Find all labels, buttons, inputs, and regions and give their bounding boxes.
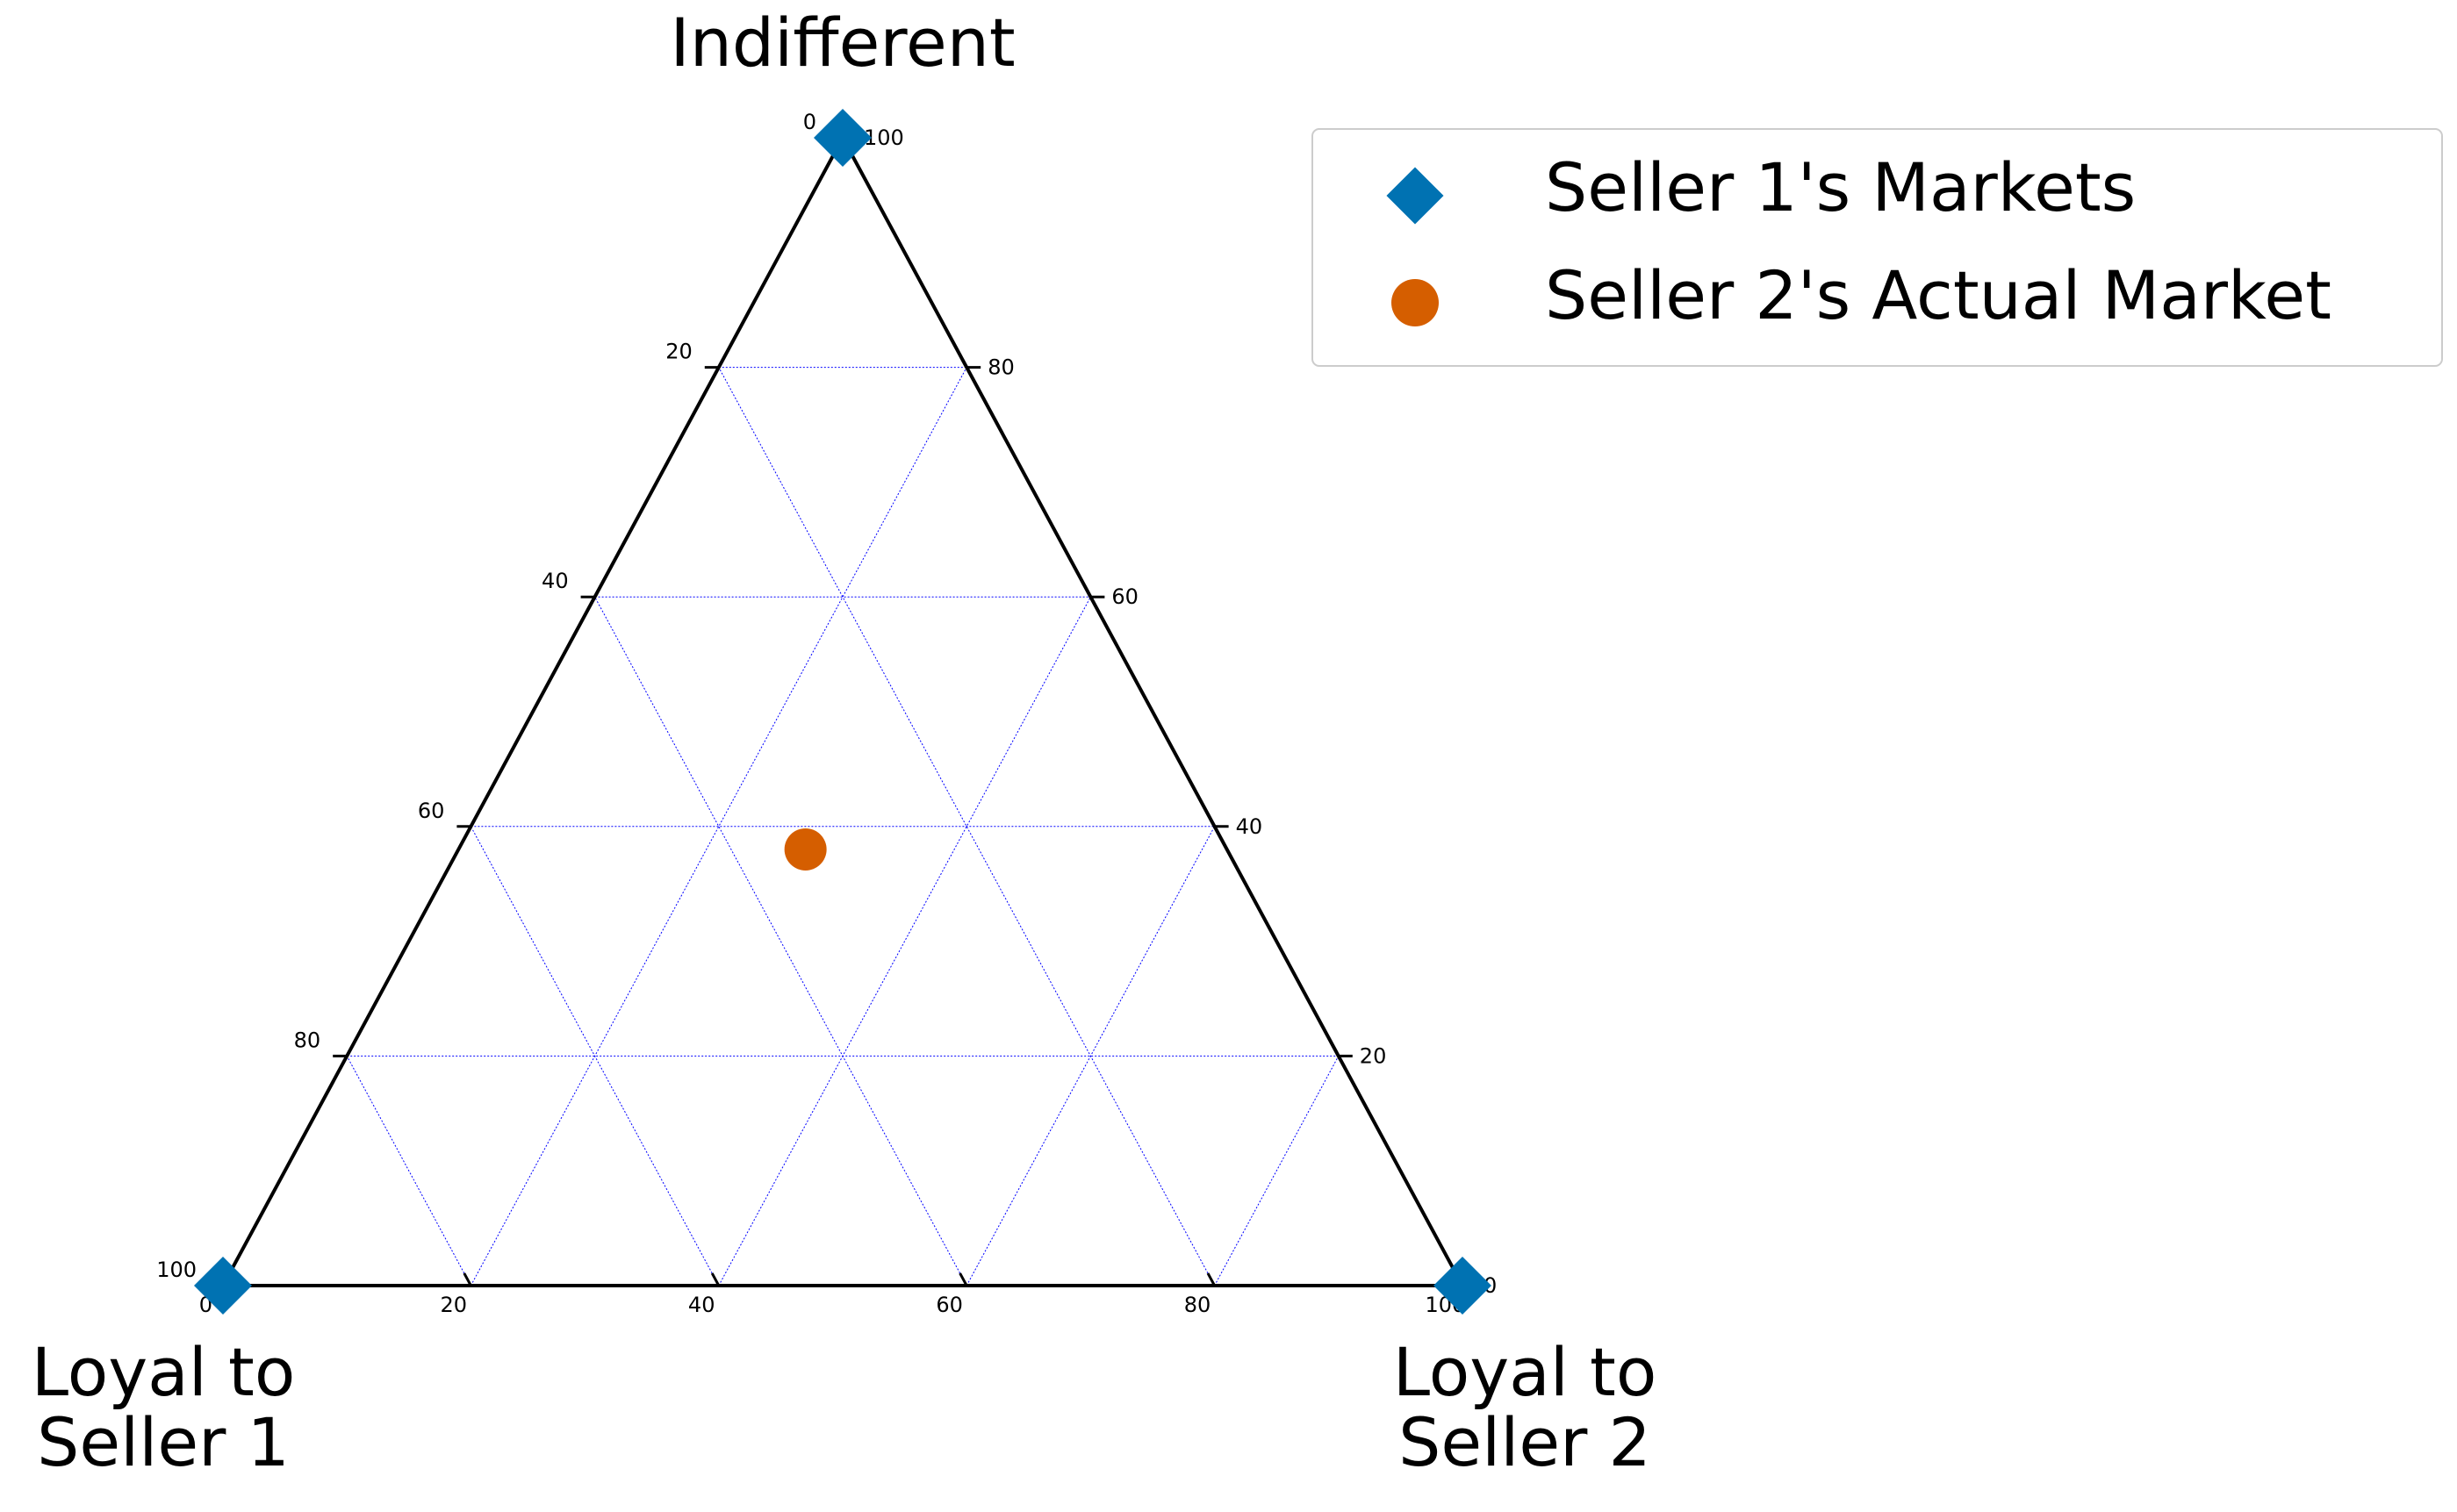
grid-line-seller1 xyxy=(594,596,967,1286)
tick-label-right: 80 xyxy=(988,355,1015,380)
tick-bottom xyxy=(959,1272,968,1286)
marker-seller2-market xyxy=(784,828,827,871)
marker-seller1-market xyxy=(194,1257,252,1315)
grid-line-seller2 xyxy=(718,596,1091,1286)
corner-label-top: Indifferent xyxy=(670,4,1015,82)
marker-seller1-market xyxy=(1433,1257,1491,1315)
grid-lines xyxy=(346,367,1340,1286)
tick-bottom xyxy=(710,1272,721,1286)
legend-marker-seller1 xyxy=(1386,167,1444,225)
tick-label-left: 80 xyxy=(294,1028,321,1052)
tick-label-bottom: 60 xyxy=(936,1293,963,1317)
legend-label-seller1: Seller 1's Markets xyxy=(1545,148,2136,226)
tick-label-left: 20 xyxy=(665,340,693,364)
triangle-outline xyxy=(219,133,1466,1287)
grid-line-seller2 xyxy=(1214,1056,1340,1286)
tick-label-bottom: 20 xyxy=(441,1293,468,1317)
tick-label-right: 20 xyxy=(1360,1043,1387,1068)
tick-label-right: 40 xyxy=(1236,814,1263,839)
tick-label-left: 40 xyxy=(542,569,569,593)
legend-marker-seller2 xyxy=(1391,279,1439,326)
legend: Seller 1's Markets Seller 2's Actual Mar… xyxy=(1311,128,2443,367)
grid-line-seller1 xyxy=(346,1056,471,1286)
tick-bottom xyxy=(1206,1272,1216,1286)
tick-label-left: 100 xyxy=(156,1258,197,1282)
grid-line-seller2 xyxy=(966,826,1216,1286)
triangle-frame xyxy=(219,133,1466,1287)
legend-label-seller2: Seller 2's Actual Market xyxy=(1545,256,2331,334)
tick-label-right: 60 xyxy=(1111,584,1139,609)
tick-bottom xyxy=(463,1272,472,1286)
tick-label-bottom: 40 xyxy=(688,1293,715,1317)
tick-marks: 020406080100020406080100020406080100 xyxy=(156,110,1497,1317)
legend-box xyxy=(1311,128,2443,367)
tick-label-left: 0 xyxy=(803,110,816,134)
grid-line-seller1 xyxy=(470,826,720,1286)
tick-label-left: 60 xyxy=(418,799,445,823)
marker-seller1-market xyxy=(814,109,872,167)
data-markers xyxy=(194,109,1491,1315)
tick-label-bottom: 80 xyxy=(1184,1293,1211,1317)
